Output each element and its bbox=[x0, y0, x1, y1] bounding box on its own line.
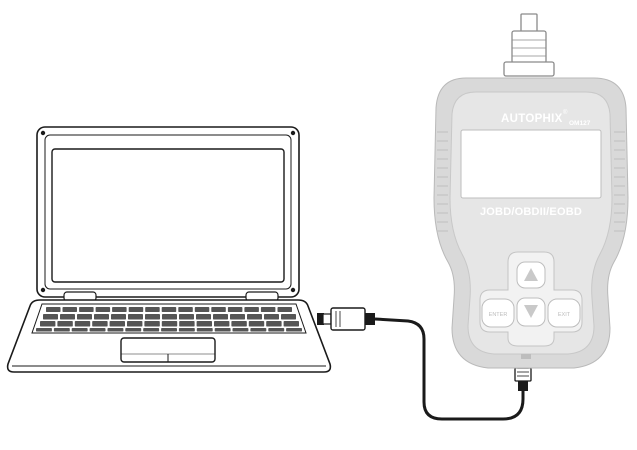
keyboard-key bbox=[71, 328, 88, 332]
keyboard-key bbox=[227, 307, 243, 312]
keyboard-key bbox=[161, 307, 177, 312]
usb-cable bbox=[322, 307, 532, 421]
keyboard-key bbox=[230, 314, 245, 320]
keyboard-key bbox=[77, 314, 92, 320]
keyboard-key bbox=[46, 307, 61, 312]
keyboard-key bbox=[112, 307, 127, 312]
laptop-screw-top-right bbox=[290, 130, 296, 136]
keyboard-key bbox=[247, 314, 262, 320]
scanner-grips bbox=[437, 131, 625, 232]
laptop-display bbox=[51, 148, 285, 283]
keyboard-key bbox=[211, 307, 226, 312]
scanner-model: OM127 bbox=[569, 120, 591, 127]
keyboard-key bbox=[277, 307, 292, 312]
laptop-keyboard bbox=[36, 307, 302, 332]
keyboard-key bbox=[178, 307, 193, 312]
keyboard-key bbox=[109, 321, 125, 327]
keyboard-key bbox=[161, 321, 178, 327]
scanner-protocols: JOBD/OBDII/EOBD bbox=[480, 206, 582, 218]
usb-plug-scanner-strain-relief bbox=[518, 380, 528, 391]
scanner-up-button[interactable] bbox=[516, 261, 546, 289]
keyboard-key bbox=[196, 314, 211, 320]
keyboard-key bbox=[125, 328, 142, 332]
keyboard-key bbox=[145, 314, 160, 320]
keyboard-key bbox=[264, 314, 279, 320]
keyboard-key bbox=[231, 321, 247, 327]
laptop bbox=[6, 126, 332, 373]
keyboard-key bbox=[268, 328, 285, 332]
keyboard-key bbox=[107, 328, 124, 332]
keyboard-key bbox=[214, 321, 230, 327]
keyboard-key bbox=[178, 328, 195, 332]
keyboard-key bbox=[95, 307, 111, 312]
keyboard-key bbox=[145, 307, 160, 312]
keyboard-key bbox=[214, 328, 231, 332]
keyboard-key bbox=[283, 321, 299, 327]
scanner-connector-neck bbox=[511, 30, 547, 64]
keyboard-key bbox=[92, 321, 108, 327]
keyboard-key bbox=[143, 328, 160, 332]
scanner-brand: AUTOPHIX bbox=[501, 113, 563, 125]
keyboard-key bbox=[62, 307, 77, 312]
keyboard-key bbox=[53, 328, 70, 332]
laptop-screw-top-left bbox=[40, 130, 46, 136]
keyboard-key bbox=[194, 307, 210, 312]
keyboard-key bbox=[60, 314, 75, 320]
keyboard-key bbox=[213, 314, 228, 320]
keyboard-key bbox=[40, 321, 56, 327]
keyboard-key bbox=[179, 321, 195, 327]
keyboard-key bbox=[127, 321, 143, 327]
scanner-connector-tip bbox=[520, 13, 538, 33]
keyboard-key bbox=[161, 328, 177, 332]
scanner-enter-button[interactable]: ENTER bbox=[481, 298, 515, 328]
keyboard-key bbox=[196, 321, 212, 327]
scanner-button-cluster: ENTER EXIT bbox=[479, 251, 583, 347]
usb-plug-laptop-strain-relief bbox=[365, 313, 375, 325]
enter-button-label: ENTER bbox=[489, 312, 508, 318]
usb-cord bbox=[374, 317, 525, 421]
scanner-brand-mark: ® bbox=[563, 109, 568, 116]
usb-plug-scanner-body bbox=[514, 367, 532, 382]
keyboard-key bbox=[89, 328, 106, 332]
laptop-screw-bottom-left bbox=[40, 287, 46, 293]
keyboard-key bbox=[250, 328, 267, 332]
keyboard-key bbox=[128, 314, 143, 320]
keyboard-key bbox=[43, 314, 58, 320]
keyboard-key bbox=[286, 328, 302, 332]
keyboard-key bbox=[232, 328, 249, 332]
obd-scanner: AUTOPHIX ® OM127 JOBD/OBDII/EOBD ENTER bbox=[433, 13, 629, 369]
scanner-exit-button[interactable]: EXIT bbox=[547, 298, 581, 328]
scanner-display bbox=[460, 129, 602, 199]
arrow-up-icon bbox=[524, 268, 538, 281]
keyboard-key bbox=[111, 314, 126, 320]
keyboard-key bbox=[248, 321, 265, 327]
keyboard-key bbox=[79, 307, 94, 312]
keyboard-key bbox=[281, 314, 296, 320]
laptop-usb-port bbox=[317, 313, 324, 325]
laptop-lid-bezel bbox=[44, 134, 292, 290]
keyboard-key bbox=[196, 328, 213, 332]
keyboard-key bbox=[144, 321, 160, 327]
keyboard-key bbox=[57, 321, 73, 327]
scanner-usb-port bbox=[521, 354, 531, 359]
keyboard-key bbox=[128, 307, 144, 312]
keyboard-key bbox=[162, 314, 177, 320]
laptop-screw-bottom-right bbox=[290, 287, 296, 293]
scanner-down-button[interactable] bbox=[516, 297, 546, 327]
exit-button-label: EXIT bbox=[558, 312, 571, 318]
keyboard-key bbox=[244, 307, 259, 312]
keyboard-key bbox=[94, 314, 109, 320]
usb-plug-laptop-tip bbox=[322, 313, 332, 325]
keyboard-key bbox=[260, 307, 276, 312]
scanner-connector-base bbox=[503, 61, 555, 77]
keyboard-key bbox=[36, 328, 52, 332]
arrow-down-icon bbox=[524, 305, 538, 318]
keyboard-key bbox=[74, 321, 91, 327]
keyboard-key bbox=[266, 321, 282, 327]
keyboard-key bbox=[179, 314, 194, 320]
